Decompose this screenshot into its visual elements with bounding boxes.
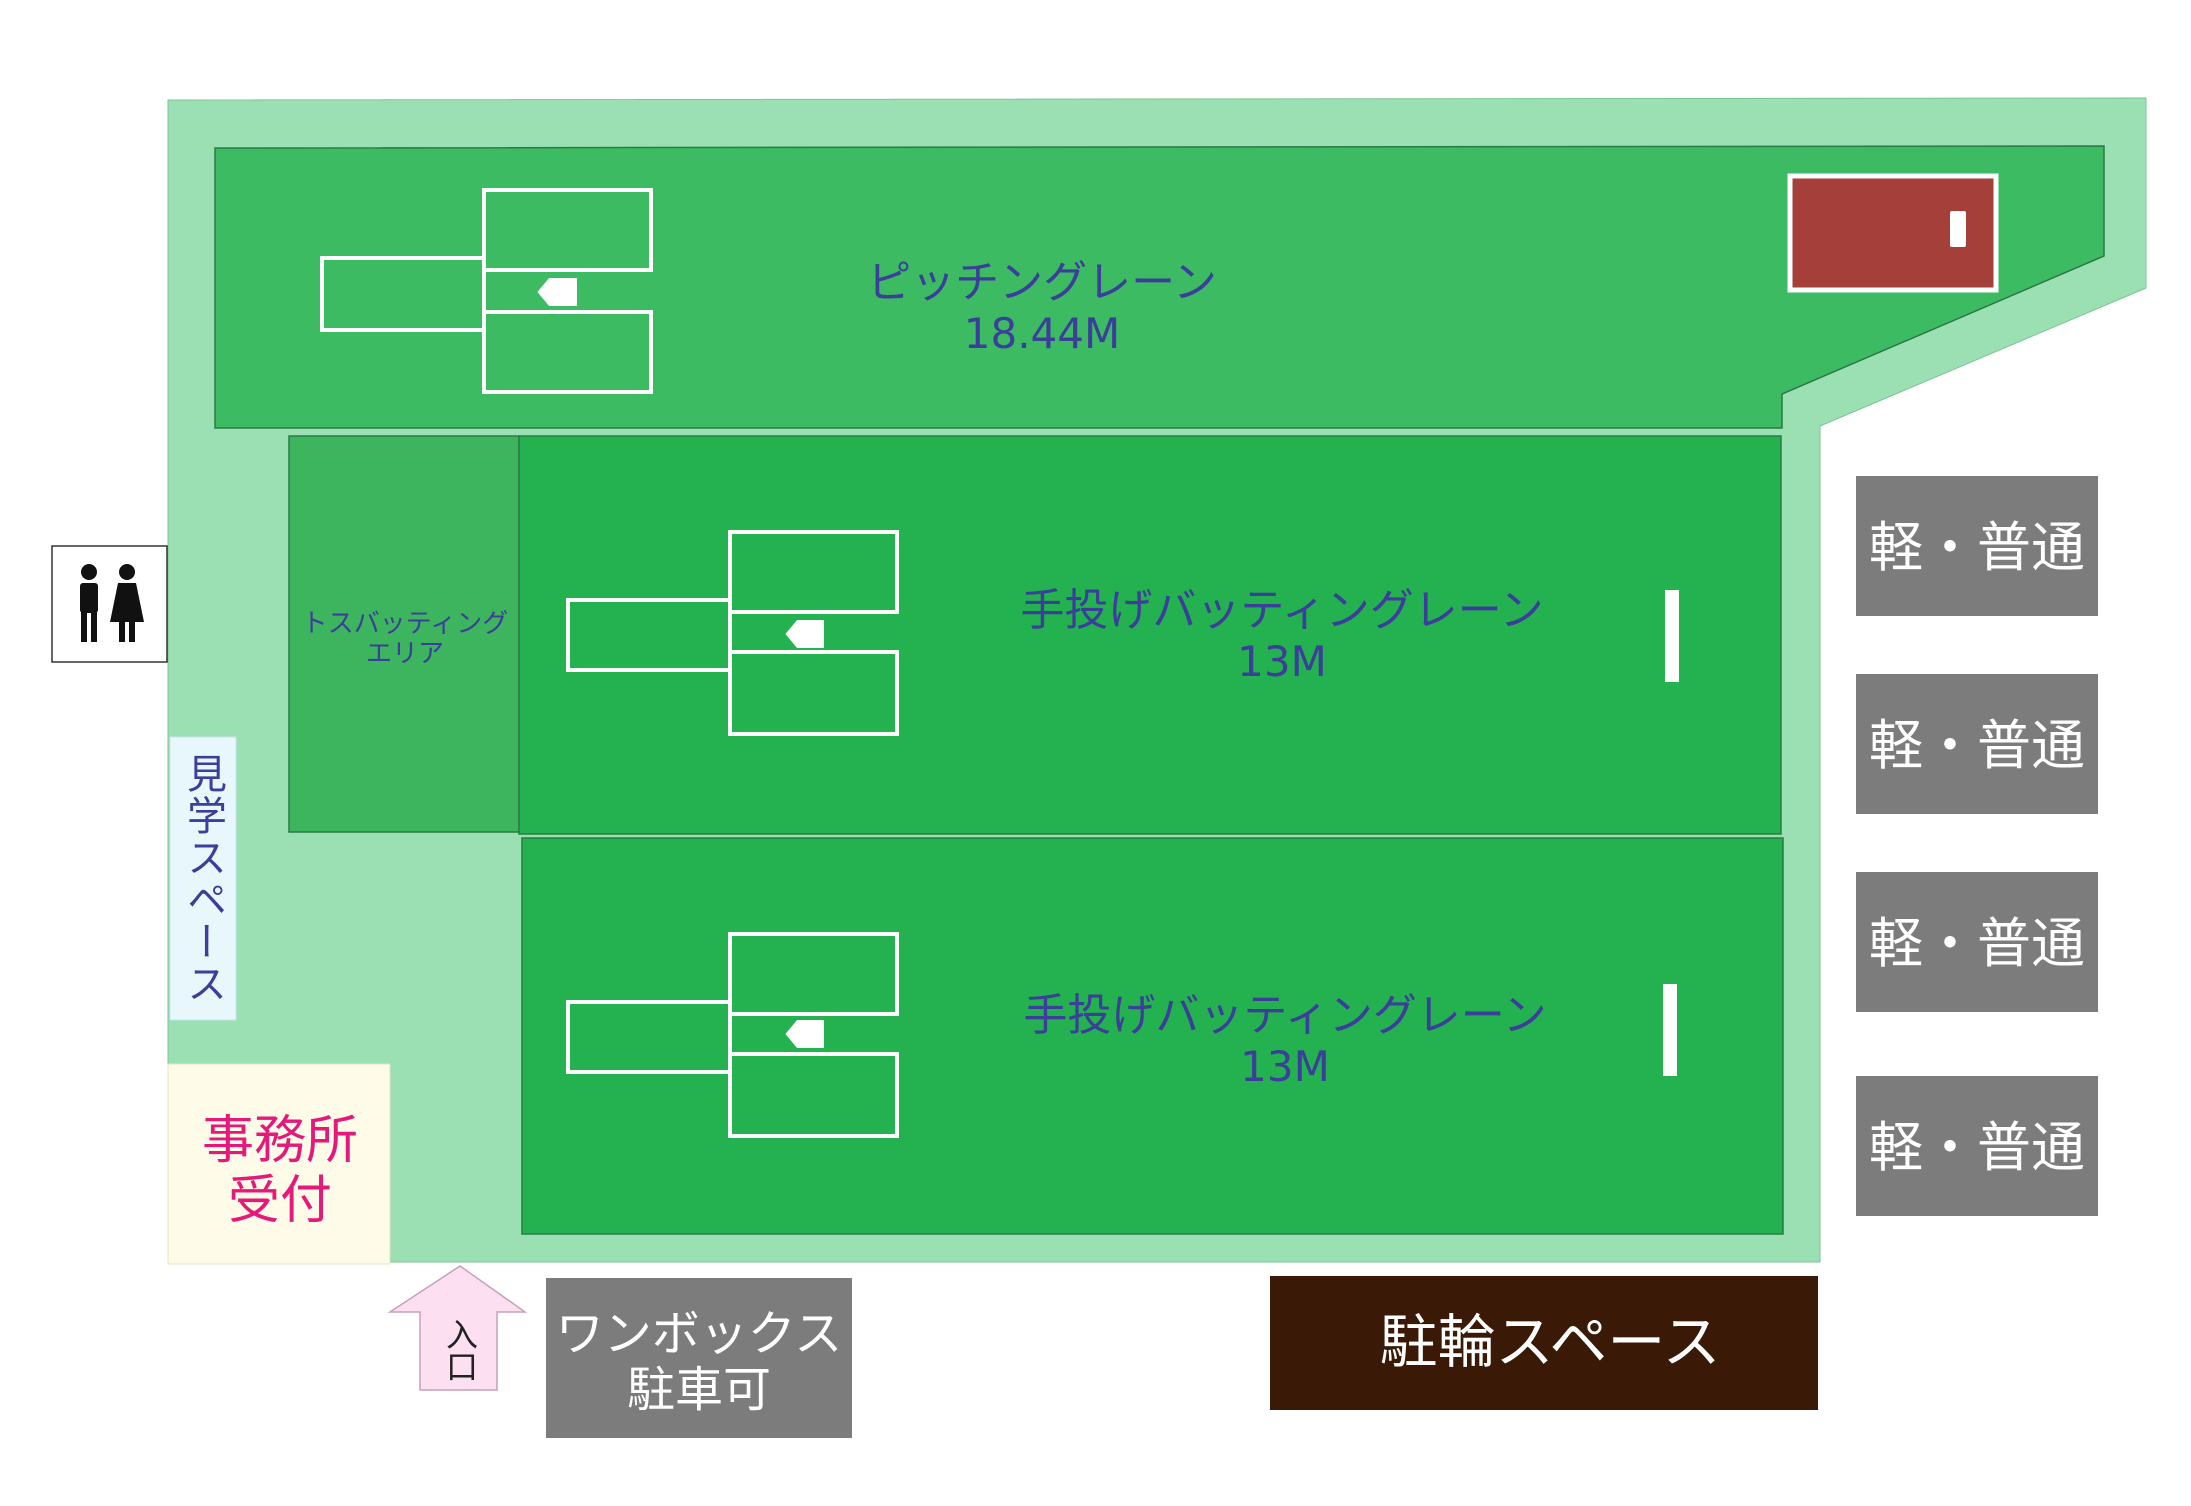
home-plate bbox=[537, 278, 577, 306]
batting-lane-2 bbox=[521, 837, 1784, 1235]
batting-1-batter-boxes bbox=[566, 530, 899, 736]
onebox-parking bbox=[546, 1278, 852, 1438]
batting-1-rubber bbox=[1665, 590, 1679, 682]
parking-spot-4-label: 軽・普通 bbox=[1869, 1116, 2085, 1179]
parking-spot-4 bbox=[1856, 1076, 2098, 1216]
batter-box-top bbox=[482, 188, 653, 272]
batting-2-batter-boxes bbox=[566, 932, 899, 1138]
entrance-label: 入口 bbox=[441, 1318, 479, 1382]
onebox-label-2: 駐車可 bbox=[627, 1362, 771, 1418]
entrance-arrow bbox=[387, 1265, 528, 1391]
pitching-lane bbox=[214, 145, 2105, 429]
parking-spot-1-label: 軽・普通 bbox=[1869, 516, 2085, 579]
toss-area-label-1: トスバッティング bbox=[302, 609, 508, 639]
restroom bbox=[51, 545, 168, 663]
catcher-box bbox=[320, 256, 486, 332]
restroom-icon bbox=[80, 564, 144, 642]
office-label-1: 事務所 bbox=[202, 1111, 358, 1171]
pitching-batter-boxes bbox=[320, 188, 653, 394]
pitching-lane-name: ピッチングレーン bbox=[867, 257, 1217, 308]
viewing-space-label: 見学スペース bbox=[180, 753, 226, 1005]
onebox-label-1: ワンボックス bbox=[556, 1306, 843, 1362]
batter-box-bottom bbox=[482, 310, 653, 394]
batting-2-rubber bbox=[1663, 984, 1677, 1076]
toss-area-label-2: エリア bbox=[366, 639, 444, 669]
parking-spot-2 bbox=[1856, 674, 2098, 814]
parking-spot-2-label: 軽・普通 bbox=[1869, 714, 2085, 777]
parking-spot-3 bbox=[1856, 872, 2098, 1012]
office-label-2: 受付 bbox=[228, 1171, 332, 1231]
batting-1-name: 手投げバッティングレーン bbox=[1020, 585, 1543, 636]
bike-parking-label: 駐輪スペース bbox=[1379, 1308, 1720, 1376]
pitching-rubber bbox=[1950, 211, 1966, 247]
office-reception bbox=[167, 1063, 391, 1265]
batting-2-name: 手投げバッティングレーン bbox=[1023, 990, 1546, 1041]
bike-parking bbox=[1270, 1276, 1818, 1410]
toss-batting-area bbox=[288, 435, 520, 833]
parking-spots: 軽・普通 軽・普通 軽・普通 軽・普通 bbox=[1856, 476, 2098, 1216]
viewing-space bbox=[169, 736, 237, 1021]
pitching-lane-distance: 18.44M bbox=[964, 309, 1120, 358]
parking-spot-3-label: 軽・普通 bbox=[1869, 912, 2085, 975]
parking-spot-1 bbox=[1856, 476, 2098, 616]
batting-2-distance: 13M bbox=[1240, 1042, 1330, 1091]
batting-1-distance: 13M bbox=[1237, 637, 1327, 686]
